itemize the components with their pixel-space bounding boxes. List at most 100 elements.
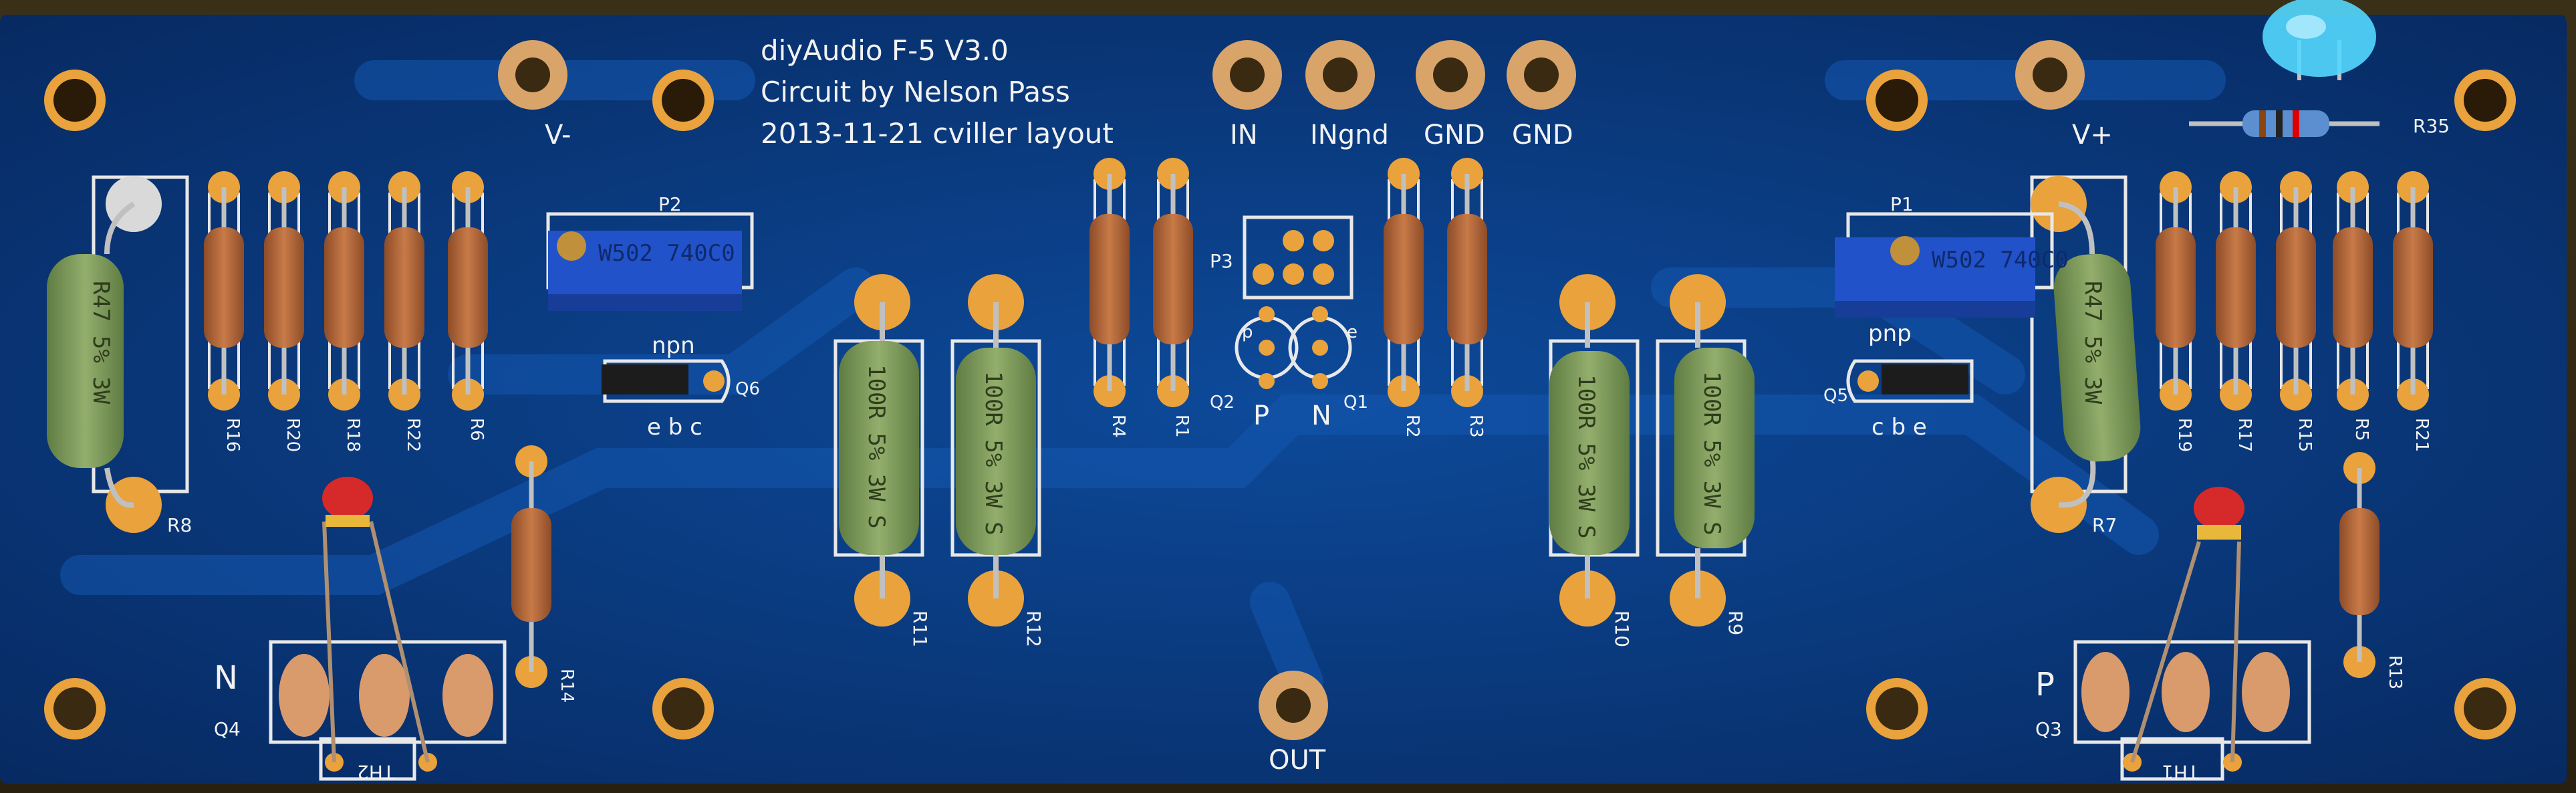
p2-body-text: W502 740C0 — [598, 240, 735, 267]
mounting-hole — [2454, 70, 2516, 131]
board-title: diyAudio F-5 V3.0 Circuit by Nelson Pass… — [761, 34, 1114, 150]
label-gnd-2: GND — [1512, 120, 1573, 150]
label-ebc: e b c — [647, 414, 702, 441]
resistor-r21: R21 — [2393, 171, 2433, 452]
ref-r8: R8 — [167, 514, 192, 536]
ref-q2: Q2 — [1210, 392, 1235, 413]
label-pnp: pnp — [1868, 320, 1912, 347]
resistor-r14: R14 — [511, 445, 577, 703]
ref-r9: R9 — [1724, 610, 1747, 635]
ref-r19: R19 — [2174, 418, 2194, 452]
title-line-3: 2013-11-21 cviller layout — [761, 117, 1114, 150]
label-npn: npn — [652, 332, 695, 359]
ref-r21: R21 — [2412, 418, 2432, 452]
r7-body-text: R47 5% 3W — [2079, 281, 2106, 405]
ref-r35: R35 — [2413, 115, 2450, 137]
resistor-r22: R22 — [384, 171, 424, 452]
ref-r2: R2 — [1402, 415, 1422, 438]
resistor-r6: R6 — [448, 171, 488, 441]
ref-r11: R11 — [909, 610, 931, 647]
terminal-gnd-2 — [1507, 40, 1576, 110]
trimmer-p2: P2 W502 740C0 — [546, 193, 754, 311]
label-p-small: p — [1242, 322, 1253, 342]
center-input-section: P3 p e Q2 Q1 P N — [1210, 215, 1368, 431]
ref-q6: Q6 — [735, 379, 760, 399]
label-p-pad: P — [2035, 666, 2055, 703]
ref-r18: R18 — [343, 418, 363, 452]
mounting-hole — [1866, 70, 1928, 131]
ref-r10: R10 — [1611, 610, 1633, 647]
resistor-r16: R16 — [204, 171, 244, 452]
mounting-hole — [652, 678, 714, 740]
ref-q5: Q5 — [1823, 386, 1848, 406]
terminal-in — [1212, 40, 1282, 110]
resistor-r20: R20 — [264, 171, 304, 452]
ref-r3: R3 — [1466, 415, 1486, 438]
ref-r15: R15 — [2295, 418, 2315, 452]
ref-p1: P1 — [1890, 193, 1914, 215]
ref-r4: R4 — [1108, 415, 1128, 438]
led — [2263, 0, 2376, 80]
power-resistor-r7: R47 5% 3W R7 — [2030, 175, 2141, 536]
r8-body-text: R47 5% 3W — [88, 281, 114, 405]
power-resistor-r10: 100R 5% 3W S R10 — [1549, 274, 1640, 647]
ref-q3: Q3 — [2035, 718, 2062, 740]
ref-r20: R20 — [283, 418, 303, 452]
label-n-pad: N — [214, 659, 238, 697]
label-gnd-1: GND — [1424, 120, 1485, 150]
label-in: IN — [1230, 120, 1258, 150]
ref-r22: R22 — [403, 418, 423, 452]
ref-th2: TH2 — [357, 761, 395, 783]
ref-r13: R13 — [2385, 655, 2405, 689]
terminal-v-plus — [2015, 40, 2085, 110]
p1-body-text: W502 740C0 — [1932, 247, 2069, 273]
power-resistor-r12: 100R 5% 3W S R12 — [950, 274, 1045, 647]
power-resistor-r8: R47 5% 3W R8 — [47, 175, 192, 536]
terminal-v-minus — [498, 40, 567, 110]
trimmer-p1: P1 W502 740C0 — [1835, 193, 2069, 318]
r11-body-text: 100R 5% 3W S — [863, 364, 890, 529]
terminal-labels: V- IN INgnd GND GND V+ OUT — [545, 120, 2113, 776]
ref-r14: R14 — [557, 669, 577, 703]
transistor-q4: N Q4 TH2 — [214, 477, 507, 783]
terminal-out — [1259, 671, 1328, 740]
label-e-small: e — [1347, 322, 1358, 342]
ref-r12: R12 — [1023, 610, 1045, 647]
label-n: N — [1311, 401, 1331, 431]
label-out: OUT — [1269, 745, 1326, 776]
resistor-r18: R18 — [324, 171, 364, 452]
resistor-r17: R17 — [2216, 171, 2256, 452]
r9-body-text: 100R 5% 3W S — [1698, 371, 1725, 536]
label-in-gnd: INgnd — [1310, 120, 1389, 150]
label-v-plus: V+ — [2072, 120, 2113, 150]
mounting-holes — [44, 70, 2516, 740]
transistor-q6: npn Q6 e b c — [602, 332, 760, 441]
right-resistor-bank: R19 R17 R15 R5 R21 — [2156, 171, 2433, 452]
center-resistors: R4 R1 R2 R3 — [1089, 158, 1487, 438]
resistor-r4: R4 — [1089, 158, 1130, 438]
terminal-in-gnd — [1305, 40, 1375, 110]
terminal-gnd-1 — [1416, 40, 1485, 110]
label-p: P — [1253, 401, 1269, 431]
mounting-hole — [2454, 678, 2516, 740]
ref-r17: R17 — [2234, 418, 2255, 452]
r12-body-text: 100R 5% 3W S — [980, 371, 1007, 536]
power-resistor-r11: 100R 5% 3W S R11 — [833, 274, 931, 647]
resistor-r5: R5 — [2333, 171, 2373, 441]
resistor-r3: R3 — [1447, 158, 1487, 438]
resistor-r1: R1 — [1153, 158, 1193, 438]
r10-body-text: 100R 5% 3W S — [1573, 374, 1599, 539]
title-line-2: Circuit by Nelson Pass — [761, 76, 1070, 108]
label-v-minus: V- — [545, 120, 571, 150]
ref-r5: R5 — [2351, 418, 2371, 441]
mounting-hole — [1866, 678, 1928, 740]
ref-p2: P2 — [658, 193, 682, 215]
resistor-r13: R13 — [2339, 452, 2405, 689]
terminal-pads — [498, 40, 2085, 740]
ref-r1: R1 — [1172, 415, 1192, 438]
transistor-q3: P Q3 TH1 — [2035, 487, 2311, 783]
ref-r7: R7 — [2092, 514, 2117, 536]
label-cbe: c b e — [1872, 414, 1927, 441]
